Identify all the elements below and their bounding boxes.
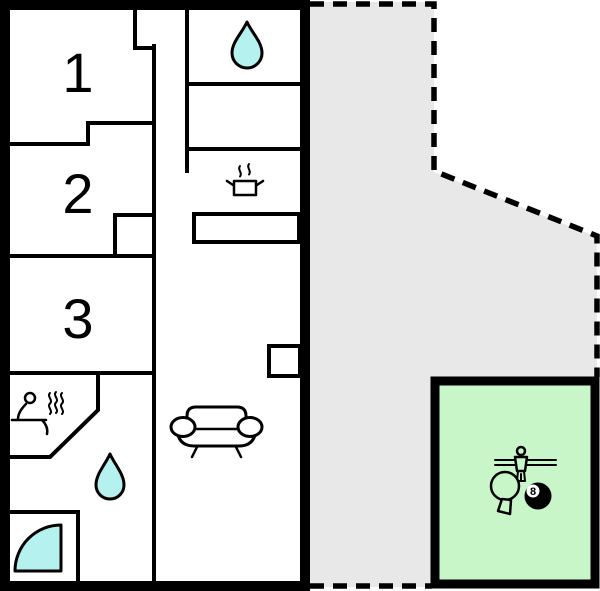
- shower-icon: [13, 523, 63, 573]
- foosball-icon: [494, 445, 557, 482]
- wall-niche: [267, 344, 302, 378]
- sofa-legs: [190, 445, 243, 459]
- drop-shape: [94, 452, 126, 501]
- sofa-armrest-right: [236, 416, 264, 438]
- sofa-back: [185, 405, 248, 429]
- water-drop-icon: [94, 452, 126, 501]
- shower-quarter-circle: [13, 523, 63, 573]
- person-head: [23, 391, 37, 405]
- foosball-player-legs: [516, 470, 526, 482]
- kitchen-pot-icon: [225, 163, 265, 197]
- sauna-icon: [10, 391, 64, 436]
- interior-walls: [8, 8, 302, 583]
- billiards-8ball-icon: 8: [524, 482, 552, 510]
- games-room: [430, 376, 600, 589]
- pot-body: [232, 179, 258, 197]
- foosball-player-head: [515, 445, 527, 457]
- sofa-icon: [169, 405, 264, 459]
- kitchen-counter: [192, 212, 301, 244]
- steam-lines: [48, 391, 64, 415]
- water-drop-icon: [230, 20, 264, 70]
- foosball-player-torso: [513, 455, 529, 473]
- terrace-fill: [309, 2, 597, 587]
- room-3-number: 3: [62, 287, 93, 350]
- sofa-armrest-left: [169, 416, 197, 438]
- room-1-number: 1: [62, 41, 93, 104]
- drop-shape: [230, 20, 264, 70]
- paddle-blade: [489, 470, 521, 502]
- steam-lines: [238, 163, 251, 178]
- room-2-number: 2: [62, 162, 93, 225]
- paddle-handle: [496, 497, 513, 516]
- ball-number-circle: [526, 484, 540, 498]
- pot-handles: [225, 179, 265, 187]
- ball-number: 8: [530, 486, 536, 498]
- terrace-dashed-border: [310, 1, 600, 377]
- table-tennis-icon: [489, 470, 521, 516]
- person-body: [10, 402, 49, 436]
- terrace-area: [309, 1, 600, 589]
